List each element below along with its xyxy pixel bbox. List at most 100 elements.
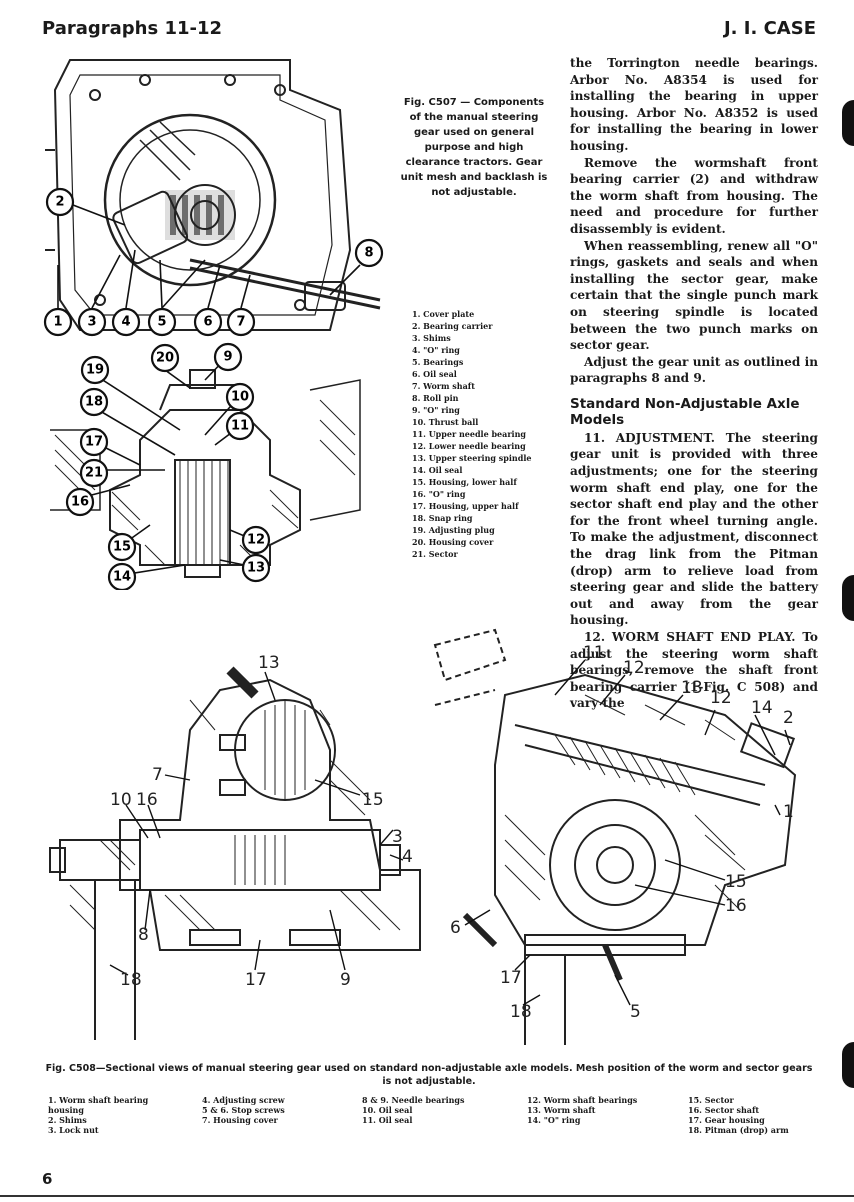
fig1-callout-19: 19	[80, 355, 110, 385]
legend-item: 11. Oil seal	[362, 1115, 413, 1125]
svg-text:20: 20	[156, 351, 174, 366]
legend-item: 16. "O" ring	[412, 489, 466, 499]
svg-text:15: 15	[113, 540, 131, 555]
fig2-label-9: 9	[340, 970, 351, 990]
legend-item: 8 & 9. Needle bearings	[362, 1095, 465, 1105]
legend-item: 17. Gear housing	[688, 1115, 765, 1125]
fig-c507-legend: 1. Cover plate 2. Bearing carrier 3. Shi…	[412, 308, 562, 560]
legend-item: 1. Cover plate	[412, 309, 475, 319]
fig1-callout-2: 2	[45, 187, 75, 217]
fig2-label-15: 15	[725, 872, 747, 892]
legend-item: 15. Sector	[688, 1095, 734, 1105]
fig1-callout-18: 18	[79, 387, 109, 417]
legend-item: 7. Housing cover	[202, 1115, 278, 1125]
svg-text:4: 4	[121, 315, 130, 330]
legend-item: 18. Pitman (drop) arm	[688, 1125, 789, 1135]
fig1-callout-10: 10	[225, 382, 255, 412]
fig-c507-caption: Fig. C507 — Components of the manual ste…	[400, 97, 548, 198]
legend-item: 4. Adjusting screw	[202, 1095, 285, 1105]
header-manual-title: J. I. CASE	[723, 18, 816, 39]
fig1-callout-3: 3	[77, 307, 107, 337]
header-section-label: Paragraphs 11-12	[42, 18, 223, 39]
legend-item: 7. Worm shaft	[412, 381, 475, 391]
fig1-callout-1: 1	[43, 307, 73, 337]
legend-item: 18. Snap ring	[412, 513, 473, 523]
svg-text:10: 10	[231, 390, 249, 405]
fig2-label-17: 17	[500, 968, 522, 988]
fig-c508-right-sectional-view: 11 12 13 12 14 2 1 15 16 6 17 18 5	[433, 628, 797, 1045]
fig2-label-14: 14	[751, 698, 773, 718]
thumb-index-tab	[842, 1042, 854, 1088]
fig-c508-caption: Fig. C508—Sectional views of manual stee…	[45, 1063, 813, 1087]
section-heading: Standard Non-Adjustable Axle Models	[570, 395, 800, 428]
legend-item: 14. Oil seal	[412, 465, 463, 475]
legend-item: 13. Worm shaft	[527, 1105, 596, 1115]
page-bottom-edge	[0, 1195, 854, 1197]
legend-item: 9. "O" ring	[412, 405, 460, 415]
paragraph: 12. WORM SHAFT END PLAY. To adjust the s…	[570, 630, 818, 711]
fig2-label-18: 18	[120, 970, 142, 990]
legend-item: 6. Oil seal	[412, 369, 457, 379]
svg-text:12: 12	[247, 533, 265, 548]
fig1-callout-9: 9	[213, 342, 243, 372]
fig2-label-7: 7	[152, 765, 163, 785]
svg-text:3: 3	[87, 315, 96, 330]
svg-text:13: 13	[247, 561, 265, 576]
svg-text:9: 9	[223, 350, 232, 365]
fig1-callout-17: 17	[79, 427, 109, 457]
legend-item: 12. Worm shaft bearings	[527, 1095, 638, 1105]
fig1-callout-8: 8	[354, 238, 384, 268]
fig1-callout-7: 7	[226, 307, 256, 337]
fig1-callout-16: 16	[65, 487, 95, 517]
fig2-label-13: 13	[681, 678, 703, 698]
legend-item: 20. Housing cover	[412, 537, 494, 547]
legend-item: 3. Lock nut	[48, 1125, 99, 1135]
paragraph: Adjust the gear unit as outlined in para…	[570, 354, 818, 386]
thumb-index-tab	[842, 100, 854, 146]
fig-c508-legend-col2: 4. Adjusting screw 5 & 6. Stop screws 7.…	[202, 1095, 285, 1125]
legend-item: 21. Sector	[412, 549, 458, 559]
svg-text:8: 8	[364, 246, 373, 261]
fig2-label-3: 3	[392, 827, 403, 847]
body-text-column: the Torrington needle bearings. Arbor No…	[570, 55, 818, 712]
fig2-label-12: 12	[623, 658, 645, 678]
svg-text:11: 11	[231, 419, 249, 434]
fig-c508-legend-col4: 12. Worm shaft bearings 13. Worm shaft 1…	[527, 1095, 637, 1125]
fig2-label-5: 5	[630, 1002, 641, 1022]
paragraph: When reassembling, renew all "O" rings, …	[570, 238, 818, 353]
legend-item: 19. Adjusting plug	[412, 525, 495, 535]
fig1-callout-13: 13	[241, 553, 271, 583]
fig-c508-legend-col5: 15. Sector 16. Sector shaft 17. Gear hou…	[688, 1095, 789, 1135]
legend-item: 10. Oil seal	[362, 1105, 413, 1115]
fig2-label-4: 4	[402, 847, 413, 867]
legend-item: 3. Shims	[412, 333, 451, 343]
legend-item: 2. Shims	[48, 1115, 87, 1125]
fig1-callout-20: 20	[150, 343, 180, 373]
paragraph: Remove the wormshaft front bearing carri…	[570, 155, 818, 236]
fig2-label-16: 16	[725, 896, 747, 916]
fig-c508-legend-col3: 8 & 9. Needle bearings 10. Oil seal 11. …	[362, 1095, 465, 1125]
fig2-label-8: 8	[138, 925, 149, 945]
svg-text:21: 21	[85, 466, 103, 481]
svg-text:1: 1	[53, 315, 62, 330]
fig-c507-bottom-illustration: 19 18 17 21 16 15 14 20 9 10 11 12 13	[50, 342, 361, 590]
fig2-label-12: 12	[710, 688, 732, 708]
fig-c508-legend-col1: 1. Worm shaft bearing housing 2. Shims 3…	[48, 1095, 148, 1135]
svg-text:14: 14	[113, 570, 131, 585]
legend-item: 4. "O" ring	[412, 345, 460, 355]
svg-text:17: 17	[85, 435, 103, 450]
svg-text:16: 16	[71, 495, 89, 510]
svg-text:18: 18	[85, 395, 103, 410]
thumb-index-tab	[842, 575, 854, 621]
legend-item: 14. "O" ring	[527, 1115, 581, 1125]
fig1-callout-14: 14	[107, 562, 137, 590]
legend-item: 5. Bearings	[412, 357, 464, 367]
paragraph: the Torrington needle bearings. Arbor No…	[570, 56, 818, 153]
fig2-label-10: 10	[110, 790, 132, 810]
svg-text:19: 19	[86, 363, 104, 378]
fig1-callout-5: 5	[147, 307, 177, 337]
legend-item: 17. Housing, upper half	[412, 501, 519, 511]
paragraph: 11. ADJUSTMENT. The steering gear unit i…	[570, 430, 818, 628]
svg-text:5: 5	[157, 315, 166, 330]
legend-item: 15. Housing, lower half	[412, 477, 517, 487]
